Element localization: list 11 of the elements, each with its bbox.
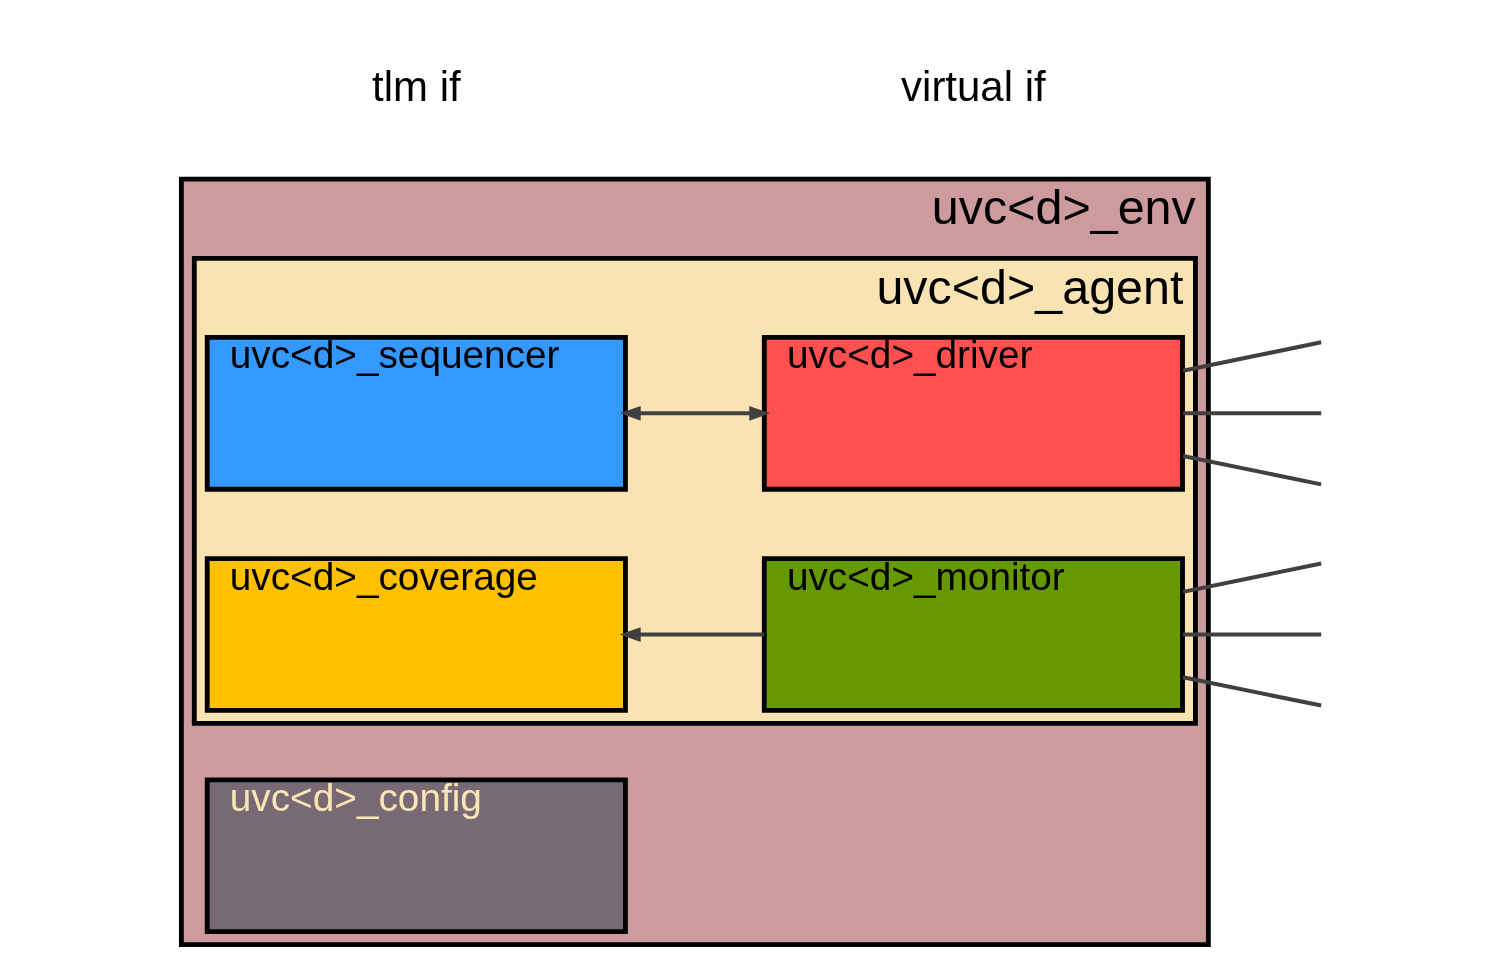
connector [1183, 632, 1322, 637]
node-box: uvc<d>_config [204, 777, 628, 935]
node-box: uvc<d>_sequencer [204, 335, 628, 492]
connector [1183, 411, 1322, 416]
label: tlm if [372, 62, 461, 110]
node-box: uvc<d>_driver [761, 335, 1185, 492]
node-box: uvc<d>_monitor [761, 556, 1185, 713]
arrow [619, 405, 771, 421]
arrow [619, 627, 765, 642]
label: virtual if [901, 62, 1046, 110]
node-box: uvc<d>_coverage [204, 556, 628, 713]
